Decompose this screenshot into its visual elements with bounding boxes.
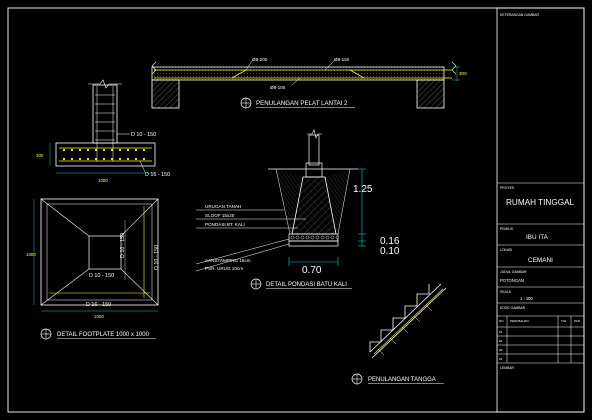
tb-drawing-label: JUDUL GAMBAR [500, 270, 527, 274]
footplate-plan-label-4: D 16 - 150 [86, 302, 111, 308]
tb-location-label: LOKASI [500, 248, 512, 252]
pondasi-note-5: PSR. URUG 10cm [205, 266, 243, 271]
footplate-section: D 10 - 150 D 16 - 150 300 1000 [36, 79, 170, 183]
tb-drawing: POTONGAN [500, 278, 524, 283]
tb-header: KETERANGAN GAMBAR [500, 13, 540, 17]
tb-rev-row-3: 03 [499, 348, 503, 352]
tb-footer: LEMBAR [500, 366, 514, 370]
tangga-title: PENULANGAN TANGGA [368, 377, 436, 383]
tb-sheet-label: KODE GAMBAR [500, 306, 526, 310]
pondasi-note-1: URUGAN TANAH [205, 204, 241, 209]
tb-rev-row-4: 04 [499, 357, 503, 361]
footplate-plan: D 10 - 150 D 10 - 150 D 10 - 150 D 16 - … [26, 198, 160, 340]
plate-title: PENULANGAN PELAT LANTAI 2 [256, 100, 348, 107]
tb-project: RUMAH TINGGAL [506, 198, 575, 207]
pondasi-title: DETAIL PONDASI BATU KALI [266, 282, 347, 288]
tb-rev-header-no: NO [499, 319, 504, 323]
tb-location: CEMANI [528, 257, 553, 264]
pondasi-note-2: SLOOF 15x25 [205, 213, 235, 218]
footplate-section-dim-h: 300 [36, 153, 44, 158]
title-block: KETERANGAN GAMBAR PROYEK RUMAH TINGGAL P… [496, 7, 585, 413]
pondasi-note-4: AANSTAMPING 15cm [205, 258, 251, 263]
pondasi-dim-height: 1.25 [353, 184, 373, 195]
tb-owner: IBU ITA [526, 234, 549, 241]
pondasi-detail: URUGAN TANAH SLOOF 15x25 PONDASI BT. KAL… [195, 129, 400, 290]
plate-dim: 300 [459, 71, 467, 76]
footplate-section-label-1: D 10 - 150 [131, 132, 156, 138]
tb-rev-row-1: 01 [499, 330, 503, 334]
footplate-title: DETAIL FOOTPLATE 1000 x 1000 [57, 332, 150, 338]
tb-scale-label: SKALA [500, 290, 512, 294]
tb-rev-header-date: TGL [561, 319, 567, 323]
footplate-plan-dim-w: 1000 [94, 314, 104, 319]
footplate-plan-label-2: D 10 - 150 [154, 245, 160, 270]
footplate-plan-dim-h: 1000 [26, 252, 36, 257]
plate-label-3: Ø8-100 [270, 85, 286, 90]
tangga-detail: PENULANGAN TANGGA [351, 283, 447, 385]
pondasi-dim-urug: 0.10 [380, 246, 400, 257]
pondasi-dim-aanstamping: 0.16 [380, 236, 400, 247]
plate-label-2: Ø8-150 [334, 57, 350, 62]
tb-project-label: PROYEK [500, 186, 515, 190]
footplate-plan-label-1: D 10 - 150 [120, 233, 126, 258]
footplate-plan-label-3: D 10 - 150 [89, 273, 114, 279]
tb-rev-header-change: PERUBAHAN [510, 319, 529, 323]
footplate-section-dim-w: 1000 [98, 178, 108, 183]
plate-label-1: Ø8-200 [252, 57, 268, 62]
plate-detail: Ø8-200 Ø8-150 Ø8-100 300 PENULANGAN PELA… [151, 57, 467, 109]
tb-owner-label: PEMILIK [500, 227, 514, 231]
tb-scale: 1 : 100 [520, 296, 533, 301]
tb-rev-header-par: PAR [574, 319, 581, 323]
pondasi-note-3: PONDASI BT. KALI [205, 222, 245, 227]
tb-rev-row-2: 02 [499, 339, 503, 343]
pondasi-dim-width: 0.70 [302, 265, 322, 276]
footplate-section-label-2: D 16 - 150 [145, 172, 170, 178]
